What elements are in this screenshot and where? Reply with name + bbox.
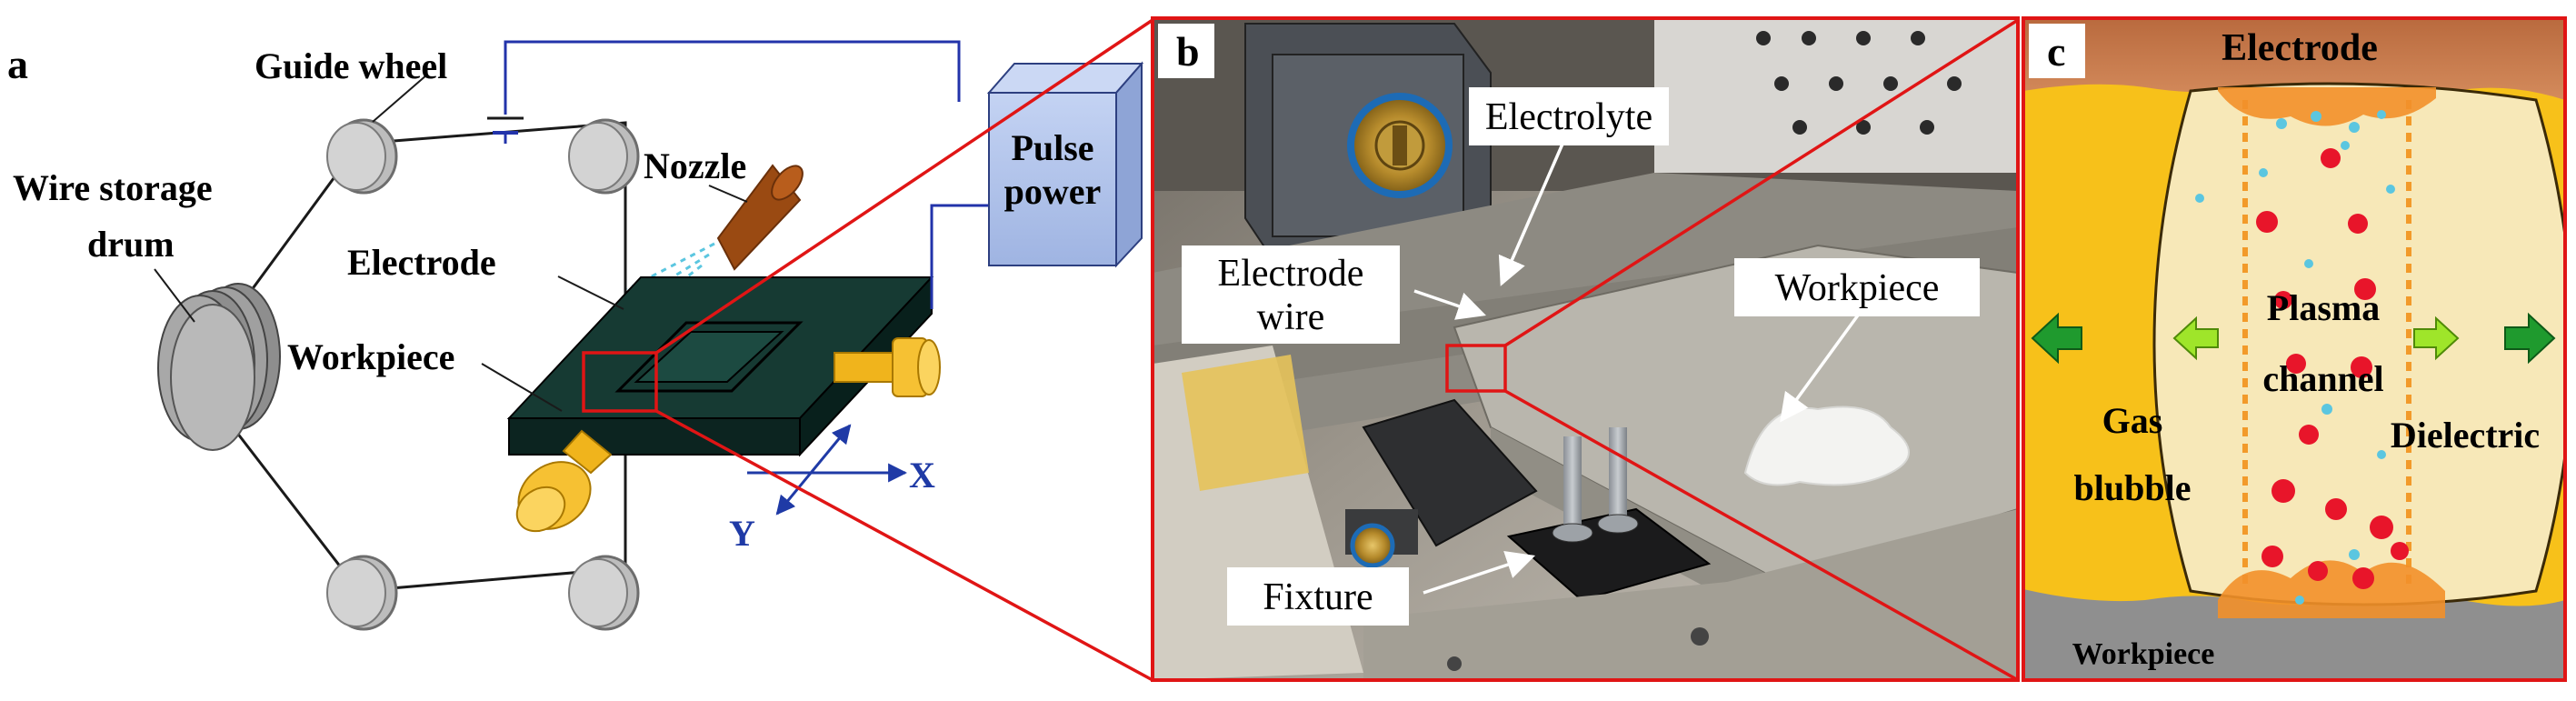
arrow-left-outer <box>2031 312 2082 365</box>
clamp-right <box>834 337 941 397</box>
label-nozzle: Nozzle <box>644 145 746 186</box>
arrow-right-inner <box>2413 315 2460 361</box>
label-gas-line1: Gas <box>2102 400 2163 441</box>
panel-b-letter: b <box>1176 28 1200 75</box>
guide-wheel-bottom-left <box>326 555 398 631</box>
leader-guide-wheel <box>372 74 428 123</box>
panel-c: Electrode Plasma channel Gas blubble Die… <box>2022 16 2567 682</box>
guide-wheel-top-left <box>326 118 398 195</box>
leader-nozzle <box>708 185 748 203</box>
zoom-box-a <box>582 351 658 413</box>
axis-y-label: Y <box>729 513 755 554</box>
label-wire-storage-line2: drum <box>87 224 175 265</box>
leader-wire-drum <box>154 268 195 323</box>
zoom-box-b <box>1445 344 1507 393</box>
arrow-fixture <box>1423 551 1535 595</box>
pulse-label-line1: Pulse <box>1011 127 1093 168</box>
callout-fixture: Fixture <box>1227 567 1409 626</box>
arrow-workpiece-b <box>1780 311 1862 423</box>
label-workpiece-c: Workpiece <box>2072 637 2215 671</box>
plasma-particles <box>2195 110 2409 605</box>
panel-b-frame <box>1151 16 2020 682</box>
label-wire-storage-line1: Wire storage <box>13 167 213 208</box>
clamp-left <box>515 429 613 533</box>
zoom-line-bottom <box>655 409 1153 682</box>
arrow-left-inner <box>2172 315 2219 361</box>
label-electrode-wire-line1: Electrode <box>1218 253 1364 295</box>
label-electrode-c: Electrode <box>2222 27 2378 69</box>
panel-b: b Electrolyte Electrode wire Workpiece F… <box>1151 16 2020 682</box>
label-plasma-line2: channel <box>2262 358 2383 399</box>
callout-workpiece-b: Workpiece <box>1734 258 1980 316</box>
gas-bubble <box>2152 82 2565 606</box>
leader-electrode <box>557 275 624 310</box>
plasma-channel <box>2242 100 2411 591</box>
xy-axes: X Y <box>729 424 935 554</box>
label-workpiece-b: Workpiece <box>1775 267 1940 309</box>
zoom-line-b-top <box>1504 18 2018 347</box>
label-electrode: Electrode <box>347 242 496 283</box>
guide-wheel-bottom-right <box>568 555 640 631</box>
panel-a: a <box>7 18 1153 682</box>
label-gas-line2: blubble <box>2074 467 2192 508</box>
label-guide-wheel: Guide wheel <box>255 45 447 86</box>
axis-x-label: X <box>909 455 935 496</box>
label-plasma-line1: Plasma <box>2267 287 2380 328</box>
label-fixture: Fixture <box>1263 576 1373 618</box>
label-dielectric: Dielectric <box>2391 415 2540 456</box>
panel-c-frame <box>2022 16 2567 682</box>
arrow-electrolyte <box>1498 141 1565 286</box>
label-electrolyte: Electrolyte <box>1485 96 1652 138</box>
label-workpiece: Workpiece <box>287 336 454 377</box>
callout-electrode-wire: Electrode wire <box>1182 245 1400 344</box>
panel-a-letter: a <box>7 41 28 87</box>
arrow-electrode-wire <box>1413 289 1486 320</box>
pulse-label-line2: power <box>1004 171 1102 212</box>
pulse-power-box: Pulse power <box>986 61 1144 268</box>
arrow-right-outer <box>2504 312 2556 365</box>
zoom-line-b-bottom <box>1504 389 2018 680</box>
zoom-line-top <box>655 18 1153 355</box>
callout-electrolyte: Electrolyte <box>1469 87 1669 145</box>
guide-wheel-top-right <box>568 118 640 195</box>
panel-c-letter: c <box>2047 28 2065 75</box>
electrode-region <box>2023 18 2565 100</box>
leader-workpiece <box>481 363 563 412</box>
label-electrode-wire-line2: wire <box>1257 296 1325 338</box>
wire-storage-drum <box>157 283 281 451</box>
